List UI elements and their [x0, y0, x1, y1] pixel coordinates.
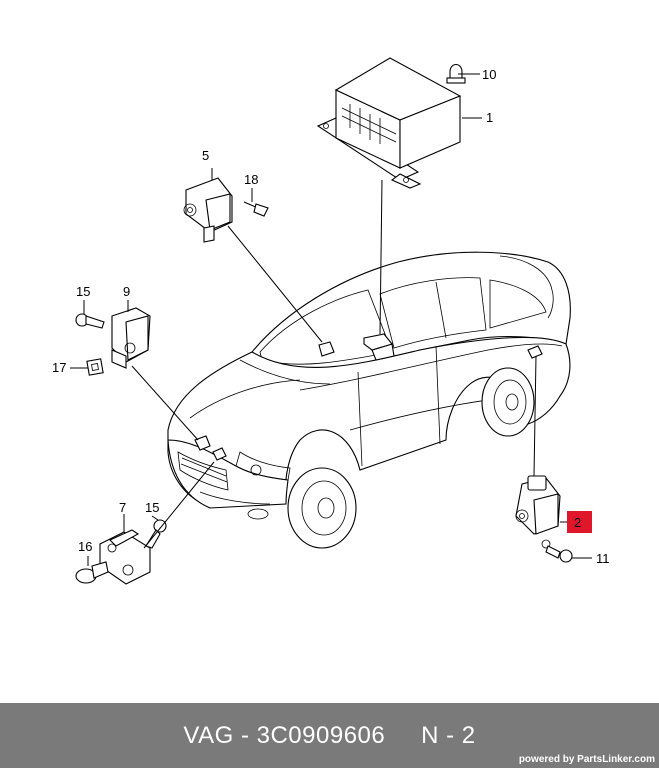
callout-9[interactable]: 9 [123, 284, 130, 299]
front-crash-sensor-5[interactable] [183, 177, 233, 243]
callout-18[interactable]: 18 [244, 172, 258, 187]
marker-rear-sensor [527, 345, 543, 359]
clip-17[interactable] [86, 358, 104, 376]
callout-7[interactable]: 7 [119, 500, 126, 515]
callout-11[interactable]: 11 [596, 551, 610, 566]
side-crash-sensor-9[interactable] [111, 307, 151, 369]
separator: - [240, 722, 250, 749]
rivet-18[interactable] [243, 201, 269, 217]
roof-module-marker [363, 333, 393, 351]
side-impact-sensor-2[interactable] [515, 475, 561, 549]
callout-1[interactable]: 1 [486, 110, 493, 125]
callout-15-upper[interactable]: 15 [76, 284, 90, 299]
callout-2-highlight[interactable]: 2 [567, 511, 592, 533]
nut-10[interactable] [446, 63, 466, 84]
front-sensor-7[interactable] [99, 529, 151, 585]
airbag-control-unit[interactable] [316, 57, 462, 189]
callout-16[interactable]: 16 [78, 539, 92, 554]
callout-15-lower[interactable]: 15 [145, 500, 159, 515]
leader-lines [70, 73, 592, 566]
footer-bar: VAG - 3C0909606 N - 2 powered by PartsLi… [0, 703, 659, 768]
part-number-line: VAG - 3C0909606 N - 2 [0, 722, 659, 750]
parts-diagram: 1 10 5 18 15 9 17 7 15 16 11 2 [52, 57, 610, 585]
marker-front-sensor-right [212, 447, 227, 461]
marker-dash-sensor [318, 341, 335, 357]
credit-link[interactable]: powered by PartsLinker.com [518, 754, 655, 765]
position-label: N - 2 [421, 722, 476, 749]
bolt-16[interactable] [75, 561, 109, 584]
callout-5[interactable]: 5 [202, 148, 209, 163]
callout-10[interactable]: 10 [482, 67, 496, 82]
bolt-11[interactable] [545, 545, 573, 563]
callout-17[interactable]: 17 [52, 360, 66, 375]
callout-2[interactable]: 2 [574, 515, 581, 530]
brand-label: VAG [183, 722, 234, 749]
bolt-15-upper[interactable] [75, 313, 105, 329]
marker-front-sensor-left [194, 435, 211, 451]
car-illustration [167, 251, 571, 549]
callouts: 1 10 5 18 15 9 17 7 15 16 11 [52, 67, 610, 566]
part-number[interactable]: 3C0909606 [256, 722, 386, 749]
